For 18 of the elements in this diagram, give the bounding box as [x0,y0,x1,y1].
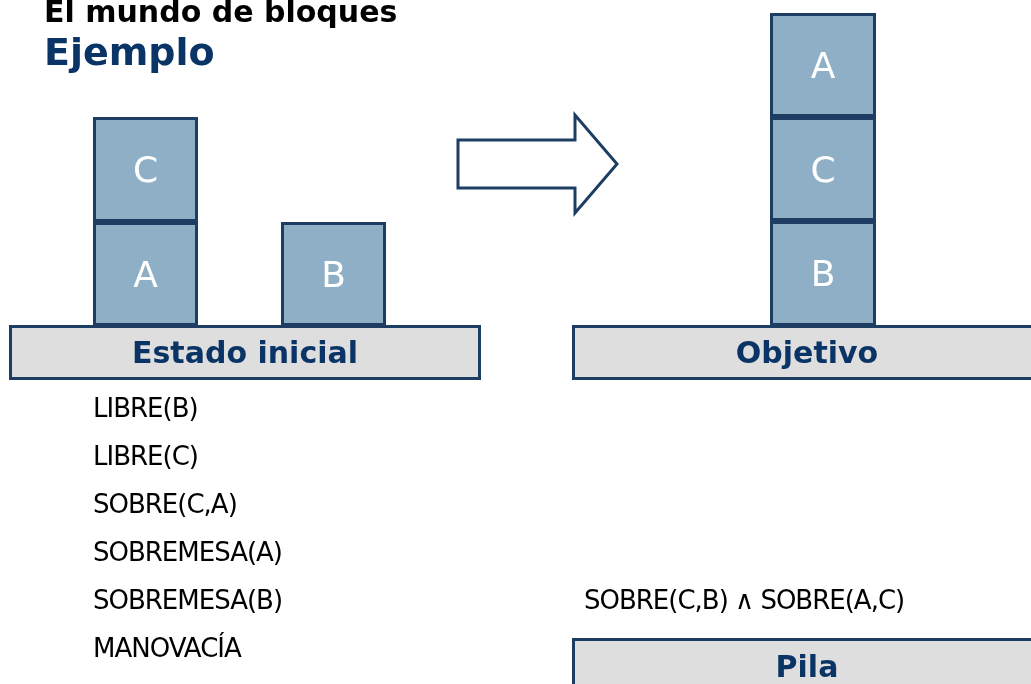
section-heading: Ejemplo [44,30,215,80]
state-predicate: SOBRE(C,A) [93,489,237,519]
block: A [770,13,876,117]
block: B [281,222,386,326]
block: C [770,117,876,221]
state-predicate: LIBRE(B) [93,393,198,423]
block: A [93,222,198,326]
base-bar: Estado inicial [9,325,481,380]
slide-title: El mundo de bloques [44,0,398,29]
state-predicate: LIBRE(C) [93,441,198,471]
state-predicate: SOBREMESA(A) [93,537,282,567]
goal-formula: SOBRE(C,B) ∧ SOBRE(A,C) [584,585,905,615]
state-predicate: MANOVACÍA [93,633,241,663]
block: C [93,117,198,222]
state-predicate: SOBREMESA(B) [93,585,283,615]
base-bar: Pila [572,638,1031,684]
base-bar: Objetivo [572,325,1031,380]
block: B [770,221,876,326]
